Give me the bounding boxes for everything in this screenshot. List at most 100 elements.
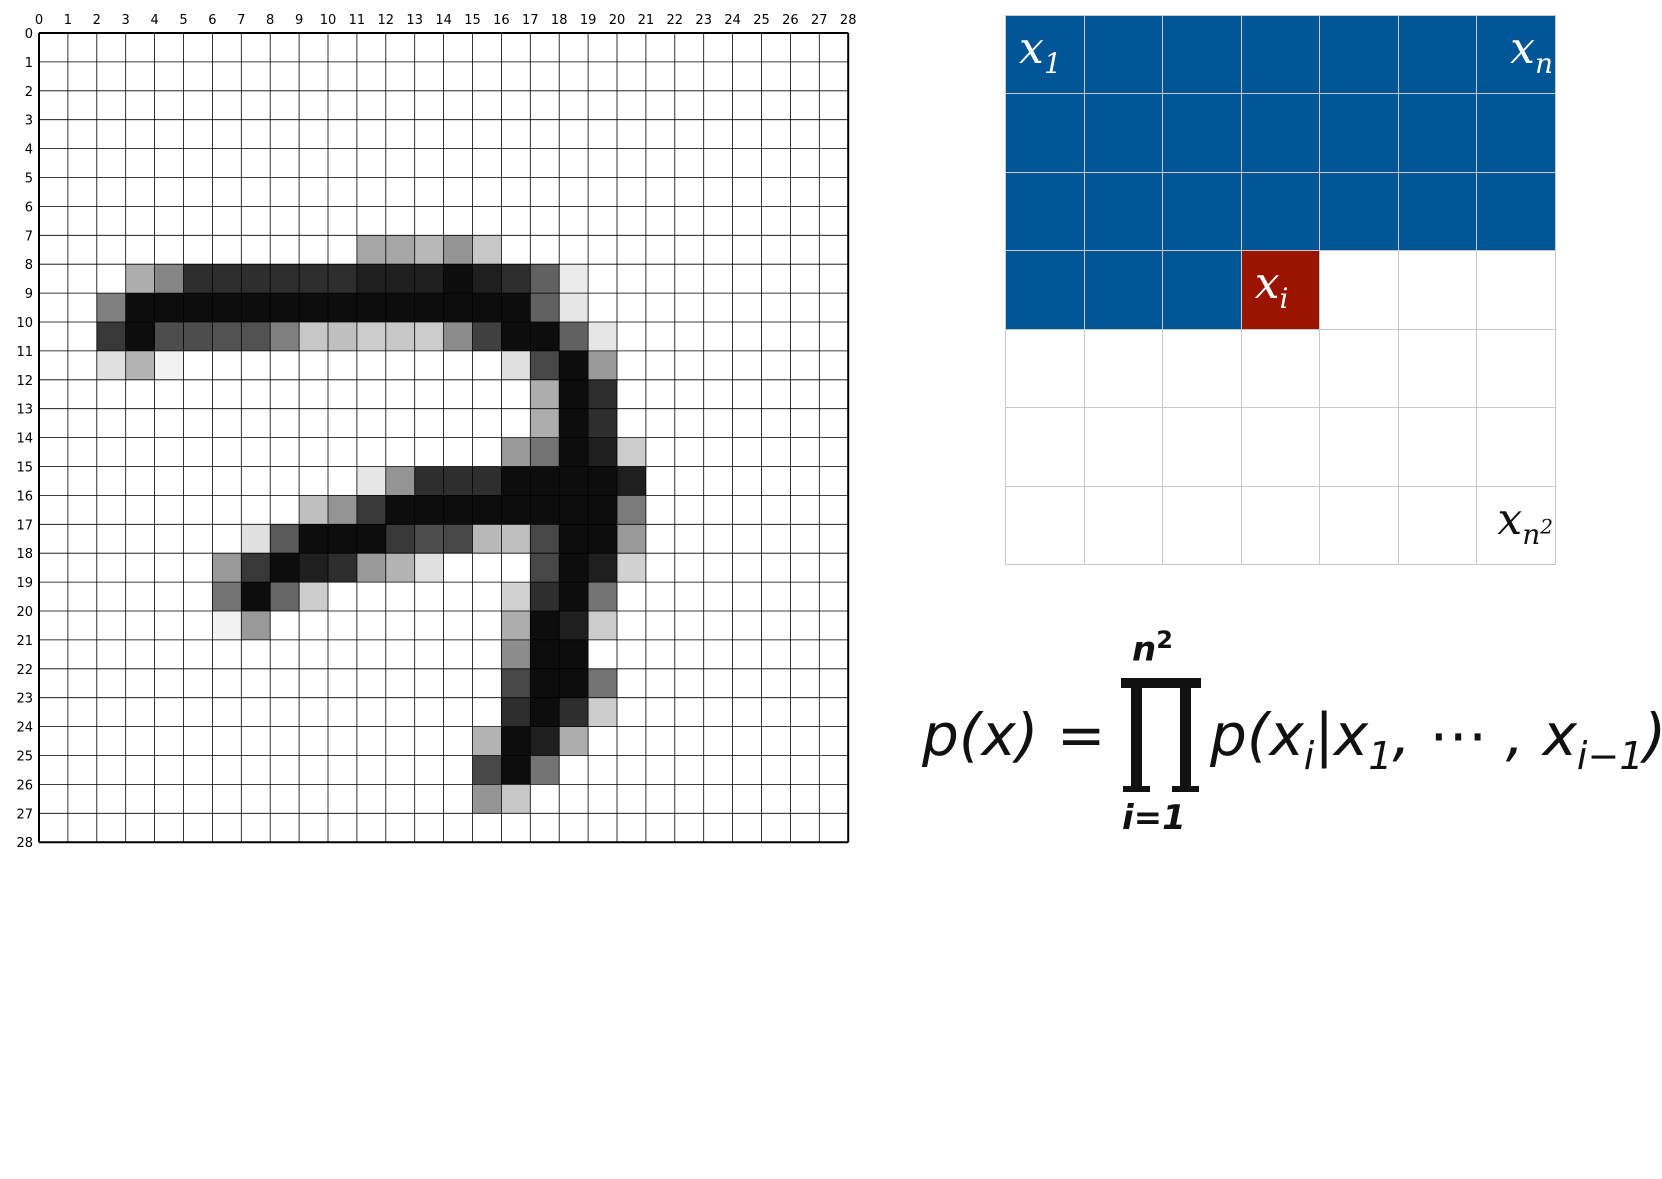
pixel-cell <box>270 524 300 554</box>
conditioned-pixel-cell <box>1240 93 1321 173</box>
conditioned-pixel-cell <box>1319 93 1399 173</box>
pixel-cell <box>212 582 242 611</box>
pixel-cell <box>501 755 531 785</box>
y-tick-label: 12 <box>16 374 33 389</box>
pixel-cell <box>212 553 242 583</box>
future-pixel-cell <box>1397 328 1478 409</box>
pixel-cell <box>299 524 328 554</box>
x-tick-label: 2 <box>93 13 101 28</box>
pixel-cell <box>559 726 589 756</box>
pixel-cell <box>588 553 617 583</box>
x-tick-label: 3 <box>122 13 130 28</box>
pixel-cell <box>241 582 271 611</box>
future-pixel-cell <box>1319 407 1399 487</box>
conditioned-pixel-cell <box>1162 93 1242 173</box>
pixel-cell <box>356 235 386 265</box>
pixel-intensity-layer <box>96 235 646 814</box>
future-pixel-cell <box>1240 407 1321 487</box>
pixel-cell <box>559 466 589 496</box>
pixel-cell <box>443 322 473 351</box>
conditioned-pixel-cell <box>1397 15 1478 95</box>
pixel-cell <box>588 379 617 409</box>
pixel-cell <box>154 293 184 322</box>
conditioned-pixel-cell <box>1240 171 1321 252</box>
pixel-cell <box>588 408 617 438</box>
pixel-cell <box>559 553 589 583</box>
future-pixel-cell <box>1162 328 1242 409</box>
pixel-cell <box>501 293 531 322</box>
pixel-cell <box>125 322 155 351</box>
x-tick-label: 6 <box>208 13 216 28</box>
pixel-cell <box>385 264 415 294</box>
pixel-cell <box>559 379 589 409</box>
conditioned-pixel-cell <box>1476 93 1556 173</box>
pixel-cell <box>501 322 531 351</box>
future-pixel-cell <box>1319 328 1399 409</box>
pixel-cell <box>559 437 589 467</box>
pixel-cell <box>530 582 560 611</box>
pixel-cell <box>559 264 589 294</box>
pixel-cell <box>559 350 589 380</box>
y-tick-label: 0 <box>25 27 33 42</box>
pixel-cell <box>472 293 502 322</box>
pixel-cell <box>125 350 155 380</box>
pixel-cell <box>328 495 357 525</box>
pixel-cell <box>270 553 300 583</box>
current-pixel-cell <box>1240 250 1321 330</box>
pixel-cell <box>559 611 589 640</box>
pixel-cell <box>328 553 357 583</box>
y-tick-label: 8 <box>25 258 33 273</box>
pixel-cell <box>501 611 531 640</box>
future-pixel-cell <box>1476 407 1556 487</box>
pixel-cell <box>472 322 502 351</box>
pixel-cell <box>588 495 617 525</box>
pixel-cell <box>356 495 386 525</box>
future-pixel-cell <box>1005 407 1085 487</box>
pixel-cell <box>154 322 184 351</box>
pixel-cell <box>588 582 617 611</box>
pixel-cell <box>530 264 560 294</box>
x-tick-label: 7 <box>237 13 245 28</box>
conditioned-pixel-cell <box>1083 171 1164 252</box>
pixel-cell <box>530 755 560 785</box>
future-pixel-cell <box>1083 485 1164 565</box>
pixel-cell <box>154 264 184 294</box>
pixel-cell <box>356 293 386 322</box>
pixel-cell <box>385 322 415 351</box>
future-pixel-cell <box>1240 328 1321 409</box>
x-tick-label: 21 <box>638 13 655 28</box>
pixel-cell <box>617 495 646 525</box>
pixel-cell <box>501 437 531 467</box>
pixel-cell <box>183 293 213 322</box>
conditioned-pixel-cell <box>1240 15 1321 95</box>
formula-rhs: p(xi|x1, ⋯ , xi−1) <box>1210 701 1662 778</box>
pixel-cell <box>356 264 386 294</box>
pixel-cell <box>241 553 271 583</box>
pixel-cell <box>443 524 473 554</box>
pixel-cell <box>501 524 531 554</box>
x-tick-label: 4 <box>150 13 158 28</box>
pixel-cell <box>501 639 531 669</box>
pixel-cell <box>212 264 242 294</box>
x-tick-label: 24 <box>724 13 741 28</box>
conditioned-pixel-cell <box>1083 15 1164 95</box>
y-tick-label: 19 <box>16 576 33 591</box>
pixel-cell <box>617 466 646 496</box>
pixel-cell <box>501 495 531 525</box>
x-tick-label: 18 <box>551 13 568 28</box>
y-tick-label: 9 <box>25 287 33 302</box>
y-tick-label: 13 <box>16 403 33 418</box>
pixel-cell <box>588 611 617 640</box>
x-tick-label: 0 <box>35 13 43 28</box>
pixel-cell <box>414 264 444 294</box>
x-tick-label: 13 <box>406 13 423 28</box>
x-tick-label: 25 <box>753 13 770 28</box>
pixel-cell <box>414 553 444 583</box>
pixel-cell <box>414 235 444 265</box>
pixel-cell <box>212 611 242 640</box>
conditioned-pixel-cell <box>1005 171 1085 252</box>
label-x-1: x1 <box>1019 23 1062 80</box>
pixel-cell <box>472 264 502 294</box>
pixel-cell <box>530 726 560 756</box>
